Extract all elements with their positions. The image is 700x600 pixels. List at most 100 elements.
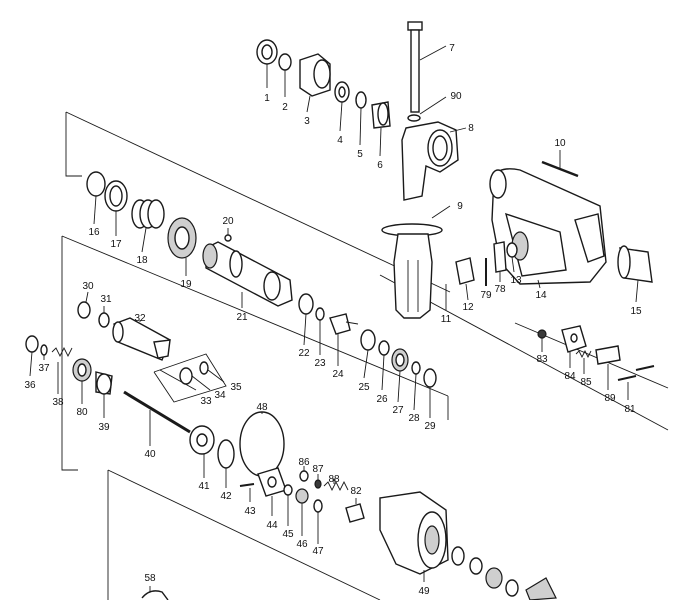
part-label-27: 27	[392, 405, 404, 416]
part-81-screw	[617, 375, 637, 400]
part-80-cylinder	[72, 358, 92, 404]
part-85-spring	[575, 349, 592, 374]
part-5-ring	[355, 91, 367, 146]
part-label-58: 58	[144, 573, 156, 584]
part-label-25: 25	[358, 382, 370, 393]
part-label-19: 19	[180, 279, 192, 290]
part-10-screw	[541, 150, 579, 178]
part-label-31: 31	[100, 294, 112, 305]
part-12-bracket	[455, 257, 475, 301]
part-label-11: 11	[441, 314, 452, 325]
part-label-32: 32	[134, 313, 146, 324]
part-46-bearing	[295, 488, 309, 536]
part-label-80: 80	[76, 407, 88, 418]
part-35-ring	[199, 361, 225, 383]
part-86-ring	[299, 466, 309, 482]
part-28-ring	[411, 361, 421, 411]
part-13-ring	[506, 242, 518, 273]
small-screw	[635, 365, 655, 371]
part-32-piston	[112, 317, 171, 361]
part-20-pin	[224, 228, 232, 242]
part-label-26: 26	[376, 394, 388, 405]
part-84-switch-lever	[561, 325, 587, 368]
part-label-43: 43	[244, 506, 256, 517]
part-49-gear-housing	[379, 491, 449, 582]
part-78-plate	[493, 241, 507, 282]
part-45-ring	[283, 484, 293, 526]
part-label-42: 42	[220, 491, 232, 502]
part-label-82: 82	[350, 486, 362, 497]
part-label-33: 33	[200, 396, 212, 407]
part-9-side-handle	[381, 205, 451, 319]
part-label-47: 47	[312, 546, 324, 557]
part-31-ring	[98, 306, 110, 328]
part-26-ring	[378, 340, 390, 391]
part-label-89: 89	[604, 393, 616, 404]
part-label-44: 44	[266, 520, 278, 531]
part-label-6: 6	[377, 160, 383, 171]
part-39-bushing	[95, 371, 113, 418]
part-33-pin	[153, 353, 227, 403]
part-16-snap-ring	[86, 171, 106, 225]
part-3-sleeve	[299, 53, 331, 113]
part-6-bushing	[371, 101, 391, 157]
part-label-87: 87	[312, 464, 324, 475]
part-label-48: 48	[256, 402, 268, 413]
part-label-83: 83	[536, 354, 548, 365]
part-87-ring	[314, 474, 322, 489]
part-58-housing	[141, 586, 169, 600]
part-48-gasket	[239, 411, 285, 477]
part-label-78: 78	[494, 284, 506, 295]
part-17-washer	[104, 180, 128, 236]
part-1-cap	[256, 39, 278, 88]
part-label-24: 24	[332, 369, 344, 380]
part-label-39: 39	[98, 422, 110, 433]
part-41-cam	[189, 425, 215, 478]
part-88-spring	[323, 478, 349, 492]
part-30-striker	[77, 291, 91, 319]
part-label-40: 40	[144, 449, 156, 460]
part-22-ring	[298, 293, 314, 346]
part-label-14: 14	[535, 290, 547, 301]
part-label-79: 79	[480, 290, 492, 301]
part-21-spindle	[202, 241, 293, 308]
part-label-18: 18	[136, 255, 148, 266]
part-label-4: 4	[337, 135, 343, 146]
part-label-8: 8	[468, 123, 474, 134]
part-label-20: 20	[222, 216, 234, 227]
part-82-lever	[345, 498, 365, 523]
part-8-side-grip-clamp	[401, 121, 467, 201]
part-36-ring	[25, 335, 39, 377]
part-47-ring	[313, 499, 323, 544]
part-27-bearing	[391, 348, 409, 403]
part-label-41: 41	[198, 481, 210, 492]
part-42-disk	[217, 439, 235, 488]
part-label-86: 86	[298, 457, 310, 468]
part-label-9: 9	[457, 201, 463, 212]
part-19-gear	[167, 217, 197, 276]
part-7-bolt	[407, 21, 447, 113]
part-label-10: 10	[554, 138, 566, 149]
part-label-38: 38	[52, 397, 64, 408]
part-label-22: 22	[298, 348, 310, 359]
part-89-bracket	[595, 345, 621, 390]
part-label-2: 2	[282, 102, 288, 113]
part-38-spring	[51, 346, 73, 394]
part-label-23: 23	[314, 358, 326, 369]
part-label-81: 81	[624, 404, 636, 415]
part-label-35: 35	[230, 382, 242, 393]
part-label-29: 29	[424, 421, 436, 432]
part-label-21: 21	[236, 312, 248, 323]
part-label-3: 3	[304, 116, 310, 127]
part-25-washer	[360, 329, 376, 379]
part-label-45: 45	[282, 529, 294, 540]
part-18-spring	[131, 199, 165, 253]
part-40-shaft	[123, 390, 191, 446]
lower-gear-parts	[451, 546, 557, 600]
part-37-ring	[40, 344, 48, 360]
part-label-15: 15	[630, 306, 642, 317]
part-label-36: 36	[24, 380, 36, 391]
part-label-37: 37	[38, 363, 50, 374]
